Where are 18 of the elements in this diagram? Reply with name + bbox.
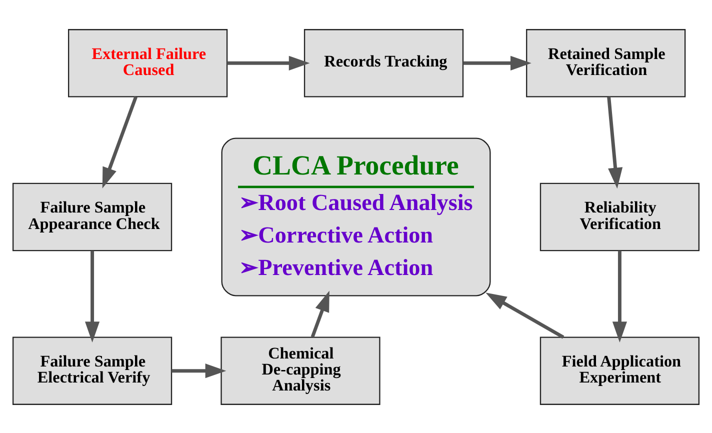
node-box: Chemical De-capping Analysis (220, 336, 380, 404)
node-box: Retained Sample Verification (526, 28, 686, 97)
arrow (612, 250, 628, 342)
node-box: Failure Sample Appearance Check (12, 182, 172, 251)
arrow (227, 55, 310, 70)
arrow (310, 290, 330, 338)
node-box: Reliability Verification (540, 182, 700, 251)
node-box: CLCA Procedure ➢Root Caused Analysis ➢Corrective Action ➢Preventive Action (221, 137, 491, 296)
arrow (463, 55, 532, 70)
arrow (84, 250, 100, 342)
arrow (102, 96, 138, 188)
node-box: Field Application Experiment (540, 336, 700, 404)
arrow (486, 292, 564, 338)
node-box: Records Tracking (304, 28, 464, 97)
arrow (607, 96, 623, 188)
node-box: Failure Sample Electrical Verify (12, 336, 172, 404)
arrow (172, 363, 226, 378)
node-box: External Failure Caused (68, 28, 228, 97)
